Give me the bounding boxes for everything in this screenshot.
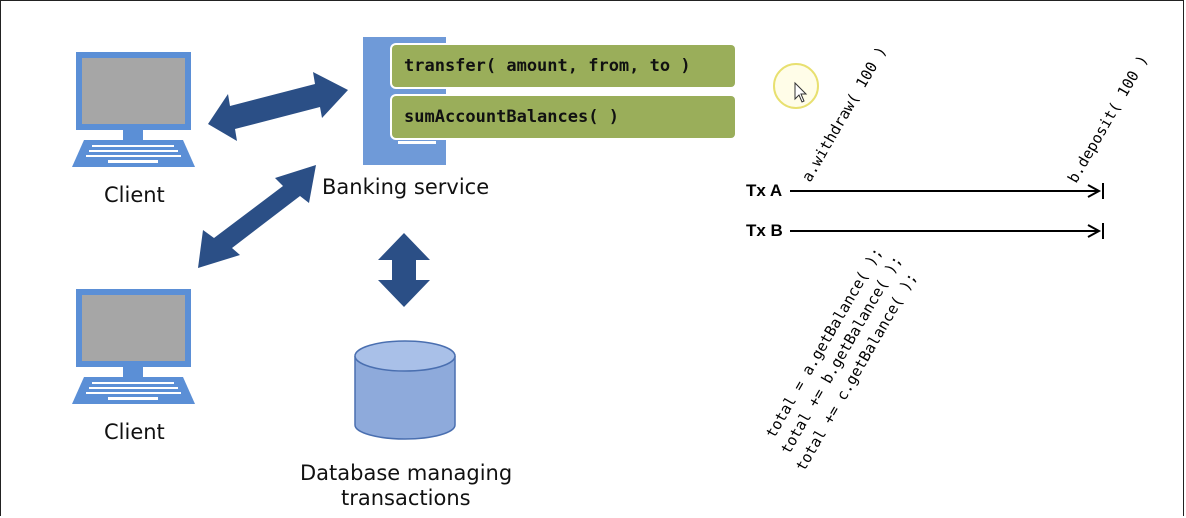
cursor-highlight-icon: [773, 63, 819, 109]
tx-b-timeline: [790, 223, 1104, 239]
tx-a-label: Tx A: [746, 181, 783, 200]
double-arrow-icon: [198, 165, 316, 268]
banking-service-label: Banking service: [322, 175, 490, 199]
server-slot: [398, 141, 436, 144]
client-computer-icon: [72, 52, 195, 167]
database-label-line1: Database managing: [300, 461, 513, 485]
client-label: Client: [104, 183, 165, 207]
tx-a-timeline: [790, 183, 1104, 199]
client-computer-icon: [72, 289, 195, 404]
double-arrow-icon: [208, 72, 348, 141]
client-label: Client: [104, 420, 165, 444]
method-sum-account-balances: sumAccountBalances( ): [392, 96, 735, 138]
double-arrow-icon: [378, 233, 430, 307]
database-icon: [354, 340, 456, 440]
tx-b-label: Tx B: [746, 221, 783, 240]
method-transfer: transfer( amount, from, to ): [392, 45, 735, 87]
database-label-line2: transactions: [341, 486, 471, 510]
